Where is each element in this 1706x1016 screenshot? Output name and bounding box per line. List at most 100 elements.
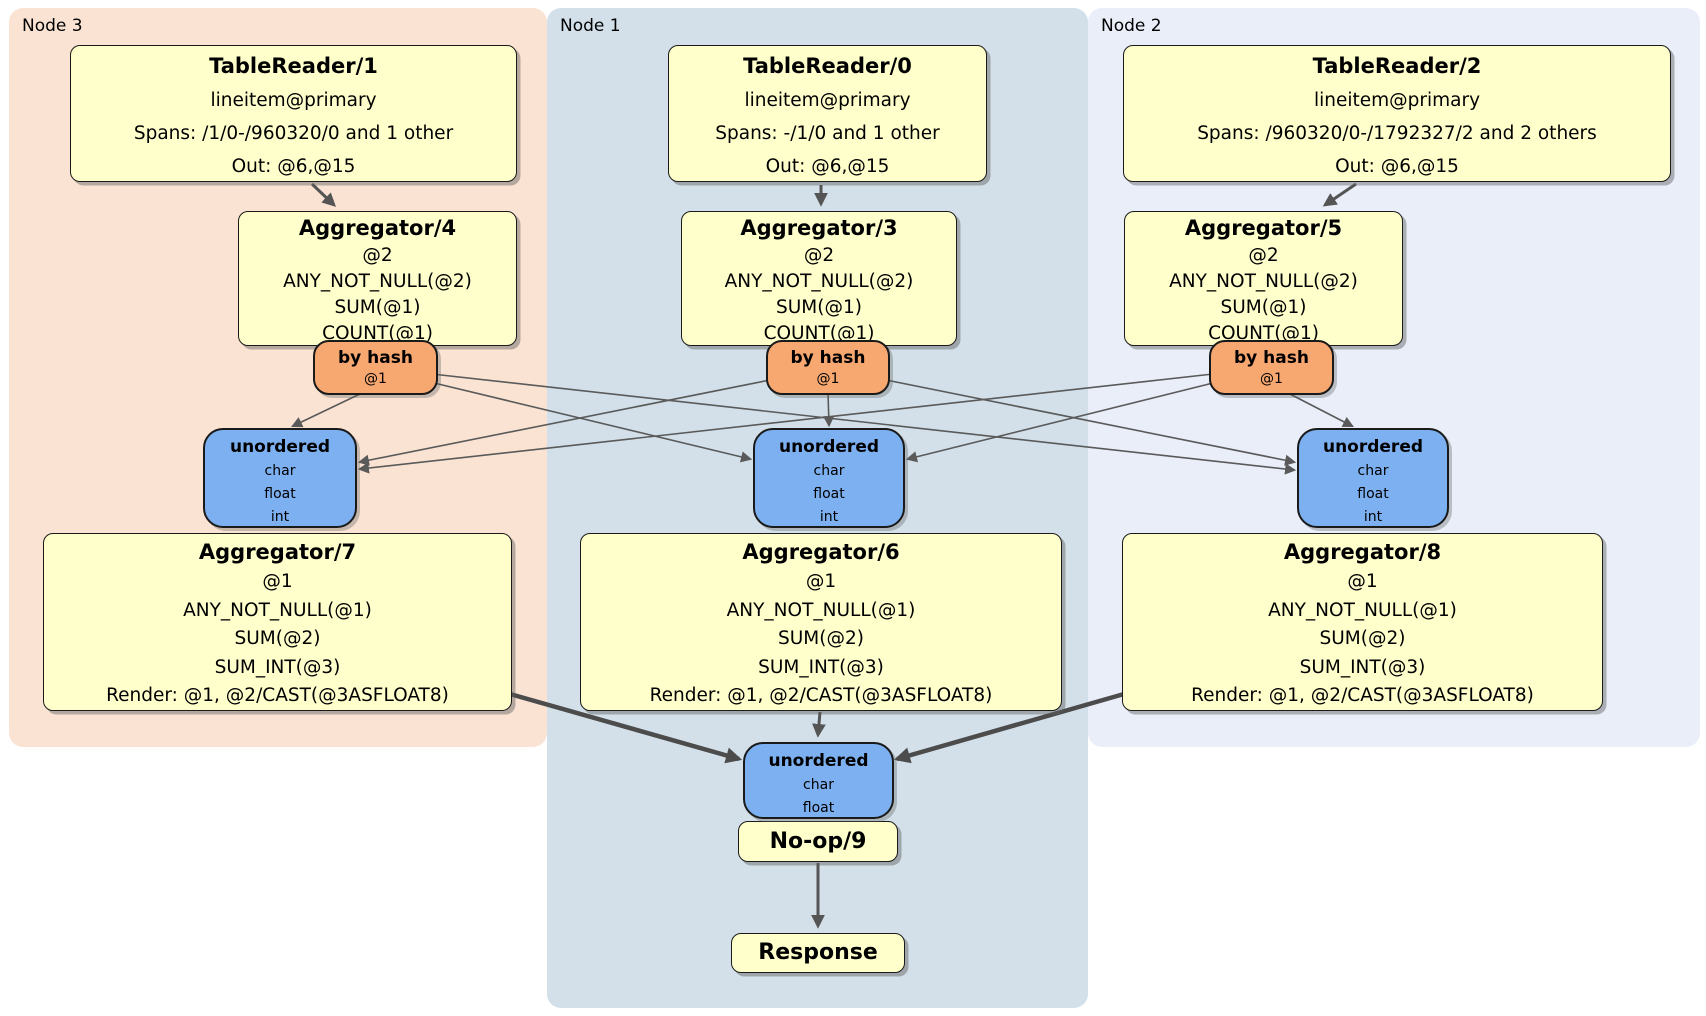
panel-node-1-label: Node 1 <box>560 16 621 36</box>
aggregator-3-box: Aggregator/3 @2 ANY_NOT_NULL(@2) SUM(@1)… <box>681 211 957 346</box>
tablereader-2-title: TableReader/2 <box>1312 54 1482 78</box>
sync-node1-type-float: float <box>813 486 845 502</box>
tablereader-1-out: Out: @6,@15 <box>231 156 356 177</box>
aggregator-4-groupcols: @2 <box>362 245 393 266</box>
aggregator-8-title: Aggregator/8 <box>1283 540 1442 564</box>
tablereader-2-index: lineitem@primary <box>1313 90 1481 111</box>
hash-router-node2-cols: @1 <box>1260 371 1283 387</box>
tablereader-2-spans: Spans: /960320/0-/1792327/2 and 2 others <box>1197 123 1597 144</box>
noop-title: No-op/9 <box>769 828 867 854</box>
aggregator-8-fn2: SUM(@2) <box>1319 628 1406 649</box>
hash-router-node2: by hash @1 <box>1209 340 1334 395</box>
aggregator-3-groupcols: @2 <box>803 245 835 266</box>
aggregator-7-fn3: SUM_INT(@3) <box>214 656 341 678</box>
aggregator-3-fn2: SUM(@1) <box>776 297 862 318</box>
tablereader-0-out: Out: @6,@15 <box>765 156 890 177</box>
panel-node-3-label: Node 3 <box>22 16 83 36</box>
hash-router-node3: by hash @1 <box>313 340 438 395</box>
aggregator-5-title: Aggregator/5 <box>1184 216 1343 240</box>
tablereader-1-box: TableReader/1 lineitem@primary Spans: /1… <box>70 45 517 182</box>
aggregator-8-fn3: SUM_INT(@3) <box>1299 656 1426 678</box>
hash-router-node1-cols: @1 <box>816 371 840 387</box>
sync-node2-type-char: char <box>1357 463 1389 479</box>
hash-router-node3-label: by hash <box>338 348 413 368</box>
response-box: Response <box>731 933 905 973</box>
aggregator-7-box: Aggregator/7 @1 ANY_NOT_NULL(@1) SUM(@2)… <box>43 533 512 711</box>
tablereader-0-spans: Spans: -/1/0 and 1 other <box>715 123 940 144</box>
edge-hash2-to-sync2 <box>1287 392 1354 428</box>
aggregator-7-render: Render: @1, @2/CAST(@3ASFLOAT8) <box>106 685 449 706</box>
aggregator-5-box: Aggregator/5 @2 ANY_NOT_NULL(@2) SUM(@1)… <box>1124 211 1403 346</box>
aggregator-4-box: Aggregator/4 @2 ANY_NOT_NULL(@2) SUM(@1)… <box>238 211 517 346</box>
aggregator-4-fn3: COUNT(@1) <box>322 323 433 344</box>
tablereader-2-box: TableReader/2 lineitem@primary Spans: /9… <box>1123 45 1671 182</box>
sync-final-type-char: char <box>803 777 834 793</box>
tablereader-0-box: TableReader/0 lineitem@primary Spans: -/… <box>668 45 987 182</box>
edge-hash1-to-sync2 <box>885 379 1297 466</box>
edge-hash3-to-sync2 <box>431 373 1297 475</box>
aggregator-5-fn2: SUM(@1) <box>1220 297 1307 318</box>
sync-node2-type-int: int <box>1363 509 1383 525</box>
edge-hash1-to-sync3 <box>357 379 771 466</box>
aggregator-5-fn3: COUNT(@1) <box>1208 323 1319 344</box>
unordered-sync-node1: unordered char float int <box>753 428 905 528</box>
aggregator-8-box: Aggregator/8 @1 ANY_NOT_NULL(@1) SUM(@2)… <box>1122 533 1603 711</box>
aggregator-6-render: Render: @1, @2/CAST(@3ASFLOAT8) <box>649 685 993 706</box>
sync-node3-type-float: float <box>264 486 296 502</box>
tablereader-1-spans: Spans: /1/0-/960320/0 and 1 other <box>133 123 454 144</box>
unordered-sync-node2-label: unordered <box>1322 437 1424 457</box>
hash-router-node1-label: by hash <box>790 348 866 368</box>
edge-agg8-to-final-sync <box>893 691 1125 764</box>
edge-tr2-to-agg5 <box>1322 182 1357 207</box>
tablereader-1-title: TableReader/1 <box>209 54 378 78</box>
aggregator-3-fn3: COUNT(@1) <box>763 323 875 344</box>
aggregator-7-groupcols: @1 <box>262 571 293 592</box>
sync-node1-type-char: char <box>813 463 845 479</box>
hash-router-node2-label: by hash <box>1234 348 1309 368</box>
aggregator-5-groupcols: @2 <box>1248 245 1279 266</box>
aggregator-6-fn2: SUM(@2) <box>778 628 864 649</box>
edge-agg7-to-final-sync <box>509 691 743 764</box>
response-title: Response <box>758 940 878 965</box>
aggregator-8-render: Render: @1, @2/CAST(@3ASFLOAT8) <box>1191 685 1534 706</box>
aggregator-7-fn2: SUM(@2) <box>234 628 321 649</box>
aggregator-4-fn1: ANY_NOT_NULL(@2) <box>283 271 472 292</box>
aggregator-3-fn1: ANY_NOT_NULL(@2) <box>724 271 914 292</box>
aggregator-6-fn3: SUM_INT(@3) <box>758 656 884 678</box>
sync-node2-type-float: float <box>1357 486 1389 502</box>
unordered-sync-node2: unordered char float int <box>1297 428 1449 528</box>
edge-hash3-to-sync3 <box>290 392 363 428</box>
hash-router-node1: by hash @1 <box>766 340 890 395</box>
aggregator-8-groupcols: @1 <box>1347 571 1378 592</box>
aggregator-4-fn2: SUM(@1) <box>334 297 421 318</box>
aggregator-8-fn1: ANY_NOT_NULL(@1) <box>1268 599 1457 621</box>
aggregator-6-title: Aggregator/6 <box>742 540 900 564</box>
unordered-sync-node3-label: unordered <box>229 437 331 457</box>
edge-hash2-to-sync1 <box>905 382 1214 463</box>
noop-box: No-op/9 <box>738 821 898 862</box>
edge-tr1-to-agg4 <box>310 182 336 207</box>
tablereader-0-title: TableReader/0 <box>743 54 912 78</box>
edge-hash1-to-sync1 <box>823 392 835 428</box>
aggregator-3-title: Aggregator/3 <box>740 216 898 240</box>
aggregator-6-groupcols: @1 <box>805 571 837 592</box>
aggregator-7-title: Aggregator/7 <box>198 540 357 564</box>
sync-node3-type-char: char <box>264 463 296 479</box>
aggregator-5-fn1: ANY_NOT_NULL(@2) <box>1169 271 1358 292</box>
unordered-sync-node1-label: unordered <box>778 437 880 457</box>
hash-router-node3-cols: @1 <box>364 371 387 387</box>
tablereader-0-index: lineitem@primary <box>744 90 911 111</box>
edge-agg6-to-final-sync <box>812 711 826 738</box>
aggregator-7-fn1: ANY_NOT_NULL(@1) <box>183 599 372 621</box>
aggregator-6-box: Aggregator/6 @1 ANY_NOT_NULL(@1) SUM(@2)… <box>580 533 1062 711</box>
sync-node3-type-int: int <box>270 509 290 525</box>
tablereader-2-out: Out: @6,@15 <box>1335 156 1459 177</box>
aggregator-4-title: Aggregator/4 <box>298 216 457 240</box>
unordered-sync-final: unordered char float <box>743 742 894 819</box>
edge-hash2-to-sync3 <box>357 373 1214 474</box>
aggregator-6-fn1: ANY_NOT_NULL(@1) <box>726 599 916 621</box>
unordered-sync-final-label: unordered <box>768 751 869 771</box>
tablereader-1-index: lineitem@primary <box>210 90 377 111</box>
